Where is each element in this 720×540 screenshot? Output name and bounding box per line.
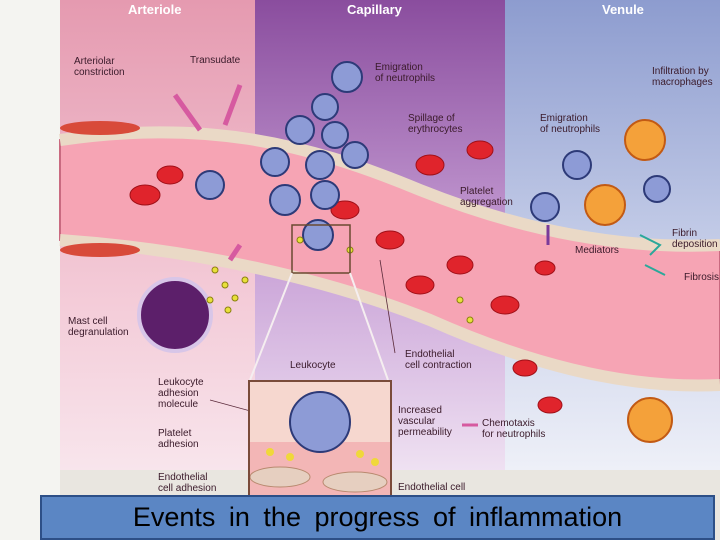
zoom-guide bbox=[249, 272, 389, 381]
granule bbox=[221, 281, 229, 289]
label-leukocyte: Leukocyte bbox=[290, 360, 336, 371]
neutrophil bbox=[321, 121, 349, 149]
neutrophil bbox=[305, 150, 335, 180]
neutrophil bbox=[285, 115, 315, 145]
red-blood-cell bbox=[330, 200, 360, 220]
caption: Events in the progress of inflammation bbox=[40, 495, 715, 540]
red-blood-cell bbox=[156, 165, 184, 185]
adhesion-inset bbox=[248, 380, 392, 499]
smooth-muscle bbox=[60, 243, 140, 257]
platelet bbox=[296, 236, 304, 244]
red-blood-cell bbox=[446, 255, 474, 275]
red-blood-cell bbox=[415, 154, 445, 176]
red-blood-cell bbox=[129, 184, 161, 206]
venule-header: Venule bbox=[602, 2, 644, 17]
neutrophil bbox=[302, 219, 334, 251]
capillary-header: Capillary bbox=[347, 2, 402, 17]
fibrin-strand bbox=[644, 264, 666, 276]
macrophage bbox=[584, 184, 626, 226]
platelet bbox=[466, 316, 474, 324]
label-mediators: Mediators bbox=[575, 245, 619, 256]
label-fibrosis: Fibrosis bbox=[684, 272, 720, 283]
transudate-arrow bbox=[222, 84, 243, 126]
mast-cell bbox=[137, 277, 213, 353]
neutrophil bbox=[331, 61, 363, 93]
endothelial-cell bbox=[250, 466, 311, 488]
granule bbox=[211, 266, 219, 274]
arteriole-header: Arteriole bbox=[128, 2, 182, 17]
red-blood-cell bbox=[375, 230, 405, 250]
red-blood-cell bbox=[534, 260, 556, 276]
granule bbox=[224, 306, 232, 314]
granule bbox=[231, 294, 239, 302]
zoom-box bbox=[291, 224, 351, 274]
leukocyte bbox=[289, 391, 351, 453]
neutrophil bbox=[269, 184, 301, 216]
neutrophil bbox=[341, 141, 369, 169]
platelet bbox=[456, 296, 464, 304]
label-transudate: Transudate bbox=[190, 55, 241, 66]
neutrophil bbox=[562, 150, 592, 180]
granule bbox=[241, 276, 249, 284]
neutrophil bbox=[530, 192, 560, 222]
page-margin bbox=[0, 0, 60, 540]
neutrophil bbox=[310, 180, 340, 210]
transudate-arrow bbox=[172, 93, 203, 132]
red-blood-cell bbox=[405, 275, 435, 295]
inset-illustration bbox=[250, 391, 390, 497]
leader-line bbox=[379, 259, 396, 354]
vessel-wall-top bbox=[59, 126, 720, 252]
fibrin-strand bbox=[639, 234, 662, 256]
neutrophil bbox=[195, 170, 225, 200]
neutrophil bbox=[643, 175, 671, 203]
smooth-muscle bbox=[60, 121, 140, 135]
endothelial-cell bbox=[322, 471, 388, 493]
red-blood-cell bbox=[512, 359, 538, 377]
red-blood-cell bbox=[537, 396, 563, 414]
macrophage bbox=[627, 397, 673, 443]
neutrophil bbox=[311, 93, 339, 121]
macrophage bbox=[624, 119, 666, 161]
vessel-wall-bottom bbox=[59, 234, 720, 392]
red-blood-cell bbox=[490, 295, 520, 315]
red-blood-cell bbox=[466, 140, 494, 160]
label-endothelial-cell: Endothelial cell bbox=[398, 482, 466, 493]
neutrophil bbox=[260, 147, 290, 177]
granule bbox=[206, 296, 214, 304]
mast-cell-arrow bbox=[227, 243, 243, 262]
